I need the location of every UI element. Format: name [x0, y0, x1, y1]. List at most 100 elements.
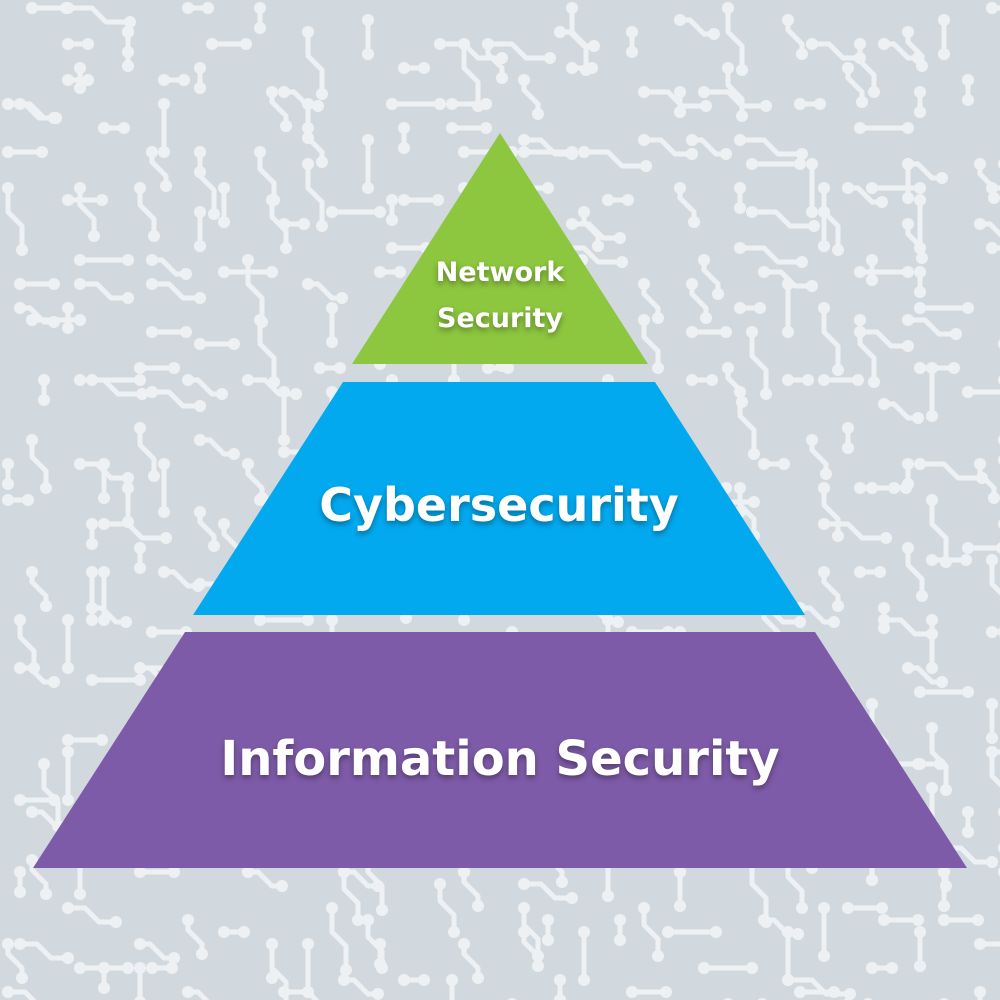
circuit-node [178, 74, 190, 86]
circuit-node [158, 74, 170, 86]
circuit-node [578, 926, 590, 938]
circuit-node [398, 142, 410, 154]
circuit-trace [257, 149, 277, 203]
circuit-node [146, 326, 158, 338]
circuit-node [208, 540, 220, 552]
circuit-node [986, 626, 998, 638]
circuit-node [808, 220, 820, 232]
circuit-node [62, 662, 74, 674]
circuit-node [806, 38, 818, 50]
circuit-node [806, 280, 818, 292]
circuit-trace [857, 329, 911, 349]
circuit-node [194, 146, 206, 158]
circuit-node [124, 16, 136, 28]
circuit-node [578, 974, 590, 986]
circuit-node [134, 662, 146, 674]
circuit-node [228, 338, 240, 350]
circuit-node [926, 410, 938, 422]
circuit-node [166, 962, 178, 974]
circuit-trace [749, 329, 769, 397]
circuit-node [518, 926, 530, 938]
circuit-trace [917, 461, 985, 481]
circuit-trace [989, 749, 1000, 788]
circuit-node [194, 240, 206, 252]
information-security-shape [33, 632, 967, 868]
circuit-node [278, 434, 290, 446]
circuit-node [686, 148, 698, 160]
circuit-trace [821, 521, 889, 541]
circuit-node [818, 374, 830, 386]
circuit-node [916, 252, 928, 264]
circuit-trace [29, 437, 49, 491]
circuit-node [352, 914, 364, 926]
circuit-trace [905, 317, 959, 337]
circuit-node [134, 182, 146, 194]
circuit-node [86, 614, 98, 626]
circuit-node [434, 98, 446, 110]
circuit-node [182, 2, 194, 14]
circuit-node [160, 180, 172, 192]
circuit-node [796, 148, 808, 160]
circuit-node [760, 388, 772, 400]
circuit-node [278, 86, 290, 98]
circuit-node [434, 38, 446, 50]
circuit-node [794, 616, 806, 628]
circuit-node [986, 746, 998, 758]
circuit-node [602, 194, 614, 206]
circuit-node [86, 674, 98, 686]
circuit-node [86, 374, 98, 386]
circuit-node [136, 388, 148, 400]
circuit-node [148, 470, 160, 482]
circuit-node [700, 100, 712, 112]
circuit-node [796, 902, 808, 914]
circuit-node [194, 578, 206, 590]
circuit-node [818, 482, 830, 494]
circuit-node [14, 794, 26, 806]
circuit-node [302, 986, 314, 998]
circuit-node [698, 86, 710, 98]
circuit-node [16, 244, 28, 256]
circuit-node [974, 218, 986, 230]
circuit-node [914, 266, 926, 278]
circuit-node [914, 458, 926, 470]
circuit-node [98, 458, 110, 470]
circuit-node [2, 458, 14, 470]
circuit-node [926, 494, 938, 506]
circuit-node [832, 600, 844, 612]
circuit-node [736, 396, 748, 408]
circuit-node [878, 914, 890, 926]
circuit-node [206, 38, 218, 50]
circuit-node [866, 274, 878, 286]
circuit-node [110, 916, 122, 928]
circuit-node [720, 148, 732, 160]
circuit-trace [461, 41, 481, 109]
circuit-node [22, 494, 34, 506]
circuit-node [316, 88, 328, 100]
circuit-node [340, 964, 352, 976]
circuit-node [782, 278, 794, 290]
circuit-node [818, 302, 830, 314]
circuit-node [856, 96, 868, 108]
circuit-node [48, 316, 60, 328]
circuit-node [760, 100, 772, 112]
circuit-node [74, 278, 86, 290]
circuit-node [902, 218, 914, 230]
circuit-node [782, 926, 794, 938]
circuit-trace [737, 137, 805, 157]
circuit-node [936, 676, 948, 688]
circuit-node [638, 134, 650, 146]
circuit-trace [5, 185, 25, 253]
circuit-node [242, 254, 254, 266]
circuit-node [734, 202, 746, 214]
circuit-node [700, 312, 712, 324]
circuit-node [854, 566, 866, 578]
circuit-node [278, 218, 290, 230]
circuit-node [566, 892, 578, 904]
circuit-node [134, 674, 146, 686]
circuit-node [502, 362, 514, 374]
circuit-node [854, 122, 866, 134]
circuit-node [612, 616, 624, 628]
circuit-node [518, 74, 530, 86]
circuit-node [914, 194, 926, 206]
circuit-node [372, 880, 384, 892]
